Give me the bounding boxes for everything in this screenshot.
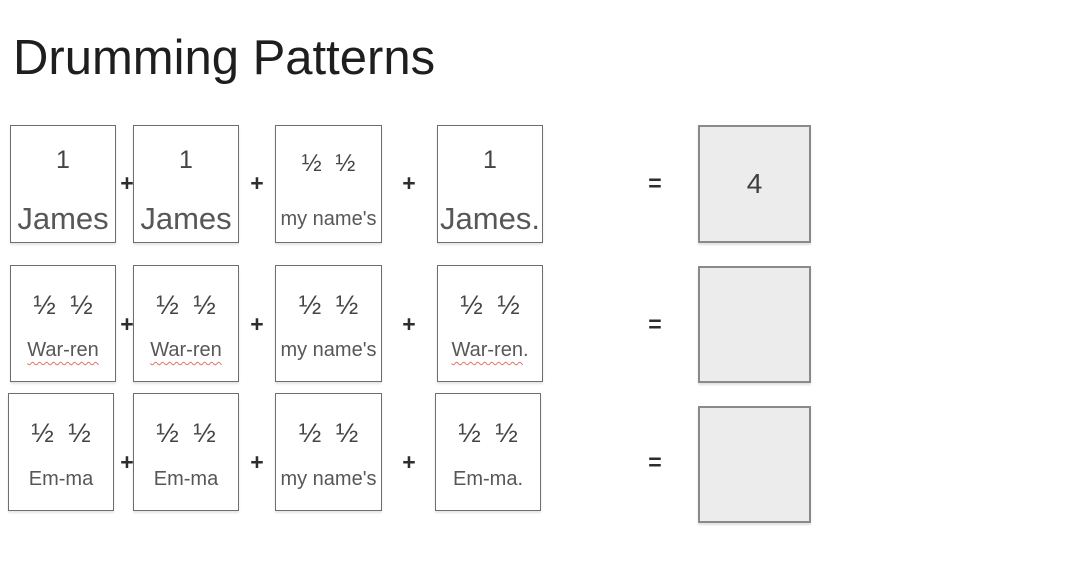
answer-box-3[interactable]: [698, 406, 811, 523]
pattern-card: ½ ½ War-ren.: [437, 265, 543, 382]
equals-sign: =: [648, 170, 662, 196]
beat-notation: ½ ½: [298, 290, 359, 320]
equals-sign: =: [648, 311, 662, 337]
pattern-card: ½ ½ Em-ma: [133, 393, 239, 511]
beat-notation: ½ ½: [301, 150, 356, 177]
beat-notation: 1: [483, 146, 497, 174]
pattern-card: ½ ½ my name's: [275, 125, 382, 243]
pattern-card: ½ ½ War-ren: [133, 265, 239, 382]
syllable-label: James.: [440, 200, 540, 236]
syllable-label: my name's: [280, 339, 377, 361]
beat-notation: ½ ½: [156, 418, 216, 448]
equation-row-emma-pattern: ½ ½ Em-ma + ½ ½ Em-ma + ½ ½ my name's + ½ ½ Em-ma.…: [0, 393, 1070, 523]
page-title: Drumming Patterns: [13, 31, 436, 85]
syllable-label: James: [140, 200, 232, 236]
plus-operator: +: [120, 170, 134, 196]
plus-operator: +: [250, 311, 264, 337]
equation-row-warren-pattern: ½ ½ War-ren + ½ ½ War-ren + ½ ½ my name's + ½ ½ Wa…: [0, 265, 1070, 383]
beat-notation: ½ ½: [298, 418, 359, 448]
syllable-label: Em-ma: [153, 468, 219, 490]
beat-notation: ½ ½: [33, 290, 93, 320]
plus-operator: +: [250, 449, 264, 475]
syllable-label: James: [17, 200, 109, 236]
beat-notation: 1: [179, 146, 193, 174]
beat-notation: ½ ½: [458, 418, 518, 448]
syllable-label: Em-ma: [28, 468, 94, 490]
misspelled-word: War-ren: [451, 339, 523, 361]
syllable-label: Em-ma.: [453, 468, 523, 490]
syllable-label: my name's: [280, 468, 377, 490]
plus-operator: +: [120, 311, 134, 337]
plus-operator: +: [120, 449, 134, 475]
misspelled-word: War-ren: [27, 339, 99, 361]
syllable-label: War-ren: [27, 339, 98, 361]
pattern-card: ½ ½ my name's: [275, 393, 382, 511]
pattern-card: ½ ½ Em-ma: [8, 393, 114, 511]
answer-box-2[interactable]: [698, 266, 811, 383]
syllable-label: War-ren: [150, 339, 221, 361]
beat-notation: 1: [56, 146, 70, 174]
plus-operator: +: [402, 170, 416, 196]
beat-notation: ½ ½: [31, 418, 91, 448]
beat-notation: ½ ½: [156, 290, 216, 320]
answer-box-1[interactable]: 4: [698, 125, 811, 243]
plus-operator: +: [250, 170, 264, 196]
syllable-label: War-ren.: [451, 339, 529, 361]
beat-notation: ½ ½: [460, 290, 520, 320]
misspelled-word: War-ren: [150, 339, 222, 361]
pattern-card: ½ ½ Em-ma.: [435, 393, 541, 511]
pattern-card: ½ ½ War-ren: [10, 265, 116, 382]
equals-sign: =: [648, 449, 662, 475]
syllable-label: my name's: [280, 208, 377, 230]
pattern-card: ½ ½ my name's: [275, 265, 382, 382]
plus-operator: +: [402, 311, 416, 337]
plus-operator: +: [402, 449, 416, 475]
